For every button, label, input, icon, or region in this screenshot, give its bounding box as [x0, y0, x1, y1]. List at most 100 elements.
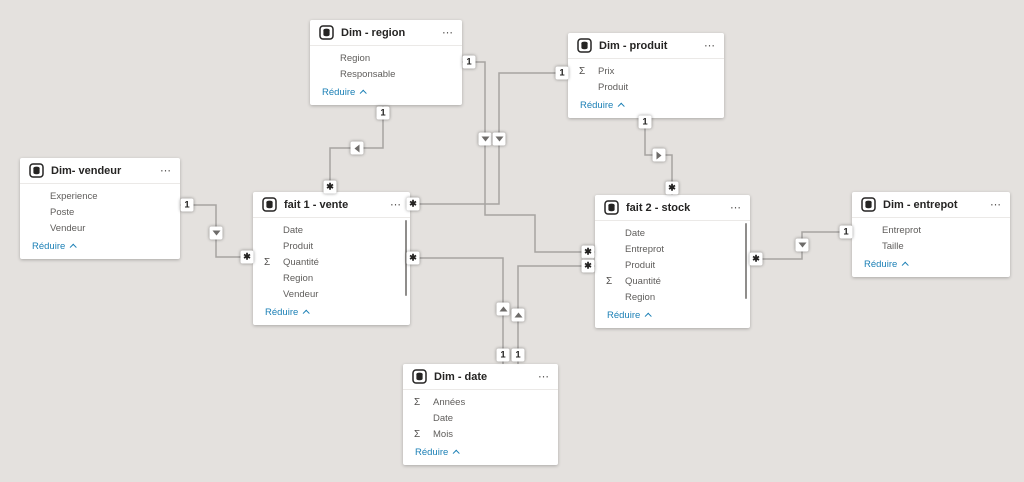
sigma-icon: Σ	[414, 397, 421, 408]
field-row[interactable]: Entreprot	[882, 225, 922, 236]
relationship-line-date-stock[interactable]	[517, 265, 595, 364]
field-row[interactable]: Date	[625, 228, 646, 239]
cardinality-many: ✱	[323, 180, 337, 194]
collapse-link[interactable]: Réduire	[568, 97, 724, 118]
table-header-stock[interactable]: fait 2 - stock ⋯	[595, 195, 750, 221]
table-title: fait 1 - vente	[284, 198, 349, 211]
sigma-icon: Σ	[264, 257, 271, 268]
chevron-up-icon	[69, 243, 78, 251]
table-header-date[interactable]: Dim - date ⋯	[403, 364, 558, 390]
collapse-link[interactable]: Réduire	[403, 444, 558, 465]
table-icon	[604, 200, 619, 215]
cardinality-many: ✱	[406, 251, 420, 265]
table-header-vendeur[interactable]: Dim- vendeur ⋯	[20, 158, 180, 184]
cardinality-many: ✱	[665, 181, 679, 195]
table-title: Dim - region	[341, 26, 406, 39]
sigma-icon: Σ	[414, 429, 421, 440]
flow-arrow-down-icon	[209, 226, 223, 240]
field-row[interactable]: Region	[283, 273, 314, 284]
flow-arrow-up-icon	[496, 302, 510, 316]
cardinality-one: 1	[839, 225, 853, 239]
cardinality-one: 1	[555, 66, 569, 80]
scrollbar[interactable]	[405, 220, 407, 296]
table-card-entrepot[interactable]: Dim - entrepot ⋯ Entreprot Taille Réduir…	[852, 192, 1010, 277]
table-title: Dim - produit	[599, 39, 668, 52]
sigma-icon: Σ	[606, 276, 613, 287]
field-row[interactable]: Region	[340, 53, 371, 64]
flow-arrow-up-icon	[511, 308, 525, 322]
collapse-link[interactable]: Réduire	[20, 238, 180, 259]
collapse-link[interactable]: Réduire	[310, 84, 462, 105]
cardinality-many: ✱	[749, 252, 763, 266]
flow-arrow-down-icon	[795, 238, 809, 252]
flow-arrow-down-icon	[492, 132, 506, 146]
chevron-up-icon	[359, 89, 368, 97]
table-header-vente[interactable]: fait 1 - vente ⋯	[253, 192, 410, 218]
more-options-icon[interactable]: ⋯	[538, 370, 550, 383]
table-header-entrepot[interactable]: Dim - entrepot ⋯	[852, 192, 1010, 218]
chevron-up-icon	[901, 261, 910, 269]
table-icon	[861, 197, 876, 212]
field-row[interactable]: Responsable	[340, 69, 396, 80]
cardinality-many: ✱	[581, 259, 595, 273]
cardinality-one: 1	[180, 198, 194, 212]
chevron-up-icon	[617, 102, 626, 110]
field-row[interactable]: Poste	[50, 207, 75, 218]
table-title: Dim - entrepot	[883, 198, 958, 211]
table-header-produit[interactable]: Dim - produit ⋯	[568, 33, 724, 59]
more-options-icon[interactable]: ⋯	[730, 201, 742, 214]
field-row[interactable]: Taille	[882, 241, 904, 252]
table-card-region[interactable]: Dim - region ⋯ Region Responsable Réduir…	[310, 20, 462, 105]
scrollbar[interactable]	[745, 223, 747, 299]
flow-arrow-right-icon	[652, 148, 666, 162]
field-row[interactable]: Region	[625, 292, 656, 303]
field-row[interactable]: Vendeur	[283, 289, 319, 300]
field-row[interactable]: Produit	[598, 82, 629, 93]
table-title: Dim - date	[434, 370, 488, 383]
more-options-icon[interactable]: ⋯	[442, 26, 454, 39]
cardinality-many: ✱	[406, 197, 420, 211]
relationship-line-region-stock[interactable]	[462, 61, 595, 253]
more-options-icon[interactable]: ⋯	[160, 164, 172, 177]
collapse-link[interactable]: Réduire	[852, 256, 1010, 277]
cardinality-one: 1	[462, 55, 476, 69]
table-card-stock[interactable]: fait 2 - stock ⋯ Date Entreprot Produit …	[595, 195, 750, 328]
more-options-icon[interactable]: ⋯	[390, 198, 402, 211]
relationship-line-date-vente[interactable]	[410, 257, 504, 364]
field-row[interactable]: Produit	[625, 260, 656, 271]
field-row[interactable]: Vendeur	[50, 223, 86, 234]
field-row[interactable]: Experience	[50, 191, 98, 202]
collapse-link[interactable]: Réduire	[595, 307, 750, 328]
field-row[interactable]: Date	[433, 413, 454, 424]
field-row[interactable]: Date	[283, 225, 304, 236]
table-icon	[577, 38, 592, 53]
table-icon	[319, 25, 334, 40]
table-icon	[262, 197, 277, 212]
cardinality-many: ✱	[240, 250, 254, 264]
more-options-icon[interactable]: ⋯	[990, 198, 1002, 211]
table-icon	[29, 163, 44, 178]
field-row[interactable]: Entreprot	[625, 244, 665, 255]
cardinality-one: 1	[496, 348, 510, 362]
collapse-link[interactable]: Réduire	[253, 304, 410, 325]
cardinality-one: 1	[638, 115, 652, 129]
table-title: fait 2 - stock	[626, 201, 691, 214]
more-options-icon[interactable]: ⋯	[704, 39, 716, 52]
flow-arrow-left-icon	[350, 141, 364, 155]
chevron-up-icon	[302, 309, 311, 317]
chevron-up-icon	[644, 312, 653, 320]
field-row[interactable]: Produit	[283, 241, 314, 252]
cardinality-one: 1	[511, 348, 525, 362]
table-header-region[interactable]: Dim - region ⋯	[310, 20, 462, 46]
table-card-vendeur[interactable]: Dim- vendeur ⋯ Experience Poste Vendeur …	[20, 158, 180, 259]
sigma-icon: Σ	[579, 66, 586, 77]
